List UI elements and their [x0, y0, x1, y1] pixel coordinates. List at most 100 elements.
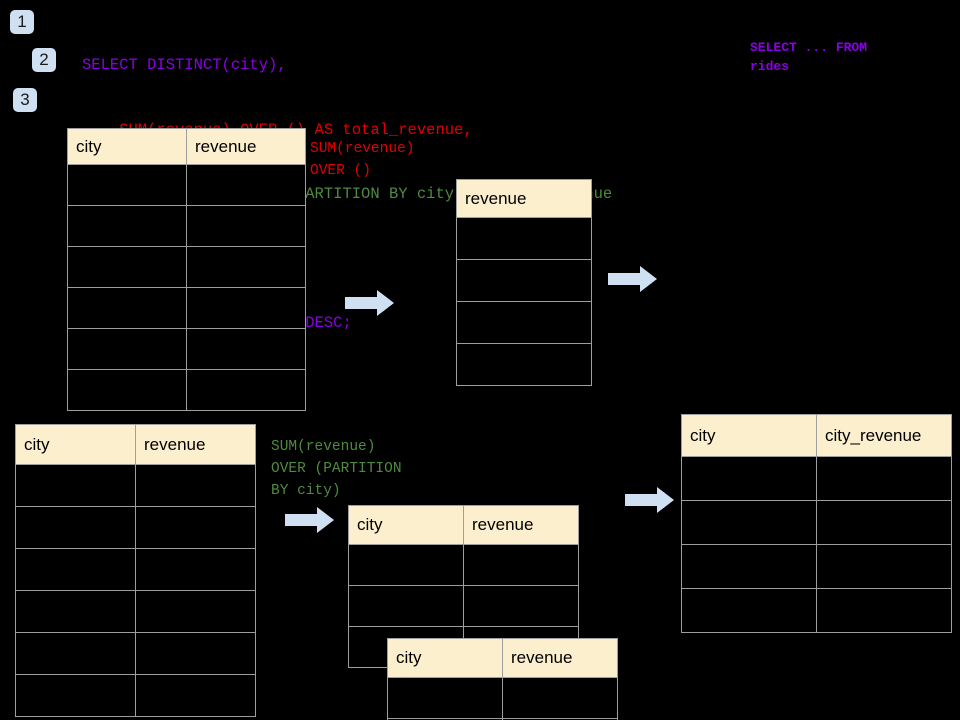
table-row	[67, 205, 306, 247]
table-row	[681, 500, 952, 545]
table-row	[67, 164, 306, 206]
table-row	[67, 287, 306, 329]
table-row	[15, 548, 256, 591]
table-cell	[681, 588, 817, 633]
table-partition-group-front: city revenue	[387, 638, 618, 720]
table-cell	[456, 259, 592, 302]
table-row	[681, 588, 952, 633]
column-header-revenue: revenue	[186, 128, 306, 165]
table-header-row: revenue	[456, 179, 592, 218]
table-cell	[15, 548, 136, 591]
table-cell	[135, 464, 256, 507]
table-cell	[67, 246, 187, 288]
arrow-right-icon-top-left	[345, 288, 395, 323]
table-row	[681, 544, 952, 589]
table-row	[15, 674, 256, 717]
table-cell	[186, 328, 306, 370]
table-cell	[456, 343, 592, 386]
table-cell	[502, 677, 618, 719]
table-cell	[456, 301, 592, 344]
table-row	[67, 328, 306, 370]
column-header-revenue: revenue	[135, 424, 256, 465]
column-header-city: city	[387, 638, 503, 678]
table-cell	[463, 585, 579, 627]
table-cell	[135, 632, 256, 675]
step-badge-2: 2	[32, 48, 56, 72]
table-cell	[348, 544, 464, 586]
arrow-right-icon-bottom-right	[625, 485, 675, 520]
sql-line-select: SELECT DISTINCT(city),	[82, 56, 287, 74]
table-cell	[502, 718, 618, 720]
table-header-row: city revenue	[348, 505, 579, 545]
column-header-revenue: revenue	[502, 638, 618, 678]
table-cell	[15, 506, 136, 549]
table-row	[456, 343, 592, 386]
arrow-right-icon-top-right	[608, 264, 658, 299]
table-row	[67, 369, 306, 411]
table-cell	[67, 164, 187, 206]
table-row	[387, 677, 618, 719]
table-row	[456, 301, 592, 344]
table-cell	[135, 590, 256, 633]
annotation-over-partition: SUM(revenue) OVER (PARTITION BY city)	[271, 439, 402, 499]
table-cell	[15, 590, 136, 633]
table-row	[456, 259, 592, 302]
table-row	[15, 506, 256, 549]
table-rides-source-top: city revenue	[67, 128, 306, 411]
table-header-row: city revenue	[387, 638, 618, 678]
table-cell	[135, 674, 256, 717]
table-cell	[387, 677, 503, 719]
table-cell	[681, 544, 817, 589]
table-cell	[681, 500, 817, 545]
table-header-row: city revenue	[15, 424, 256, 465]
table-cell	[456, 217, 592, 260]
step-badge-1: 1	[10, 10, 34, 34]
table-header-row: city city_revenue	[681, 414, 952, 457]
table-total-revenue: revenue	[456, 179, 592, 386]
annotation-over-empty: SUM(revenue) OVER ()	[310, 141, 415, 179]
column-header-revenue: revenue	[463, 505, 579, 545]
table-cell	[186, 246, 306, 288]
table-cell	[67, 287, 187, 329]
table-cell	[67, 205, 187, 247]
table-cell	[15, 464, 136, 507]
table-row	[348, 544, 579, 586]
table-cell	[135, 548, 256, 591]
table-cell	[348, 585, 464, 627]
table-partition-group-back: city revenue	[348, 505, 579, 668]
table-row	[15, 590, 256, 633]
column-header-city: city	[681, 414, 817, 457]
table-cell	[816, 500, 952, 545]
table-row	[67, 246, 306, 288]
table-row	[681, 456, 952, 501]
table-cell	[67, 369, 187, 411]
table-row	[15, 464, 256, 507]
table-cell	[186, 287, 306, 329]
arrow-right-icon-bottom-left	[285, 505, 335, 540]
table-cell	[15, 674, 136, 717]
table-cell	[816, 456, 952, 501]
table-cell	[186, 369, 306, 411]
table-cell	[816, 588, 952, 633]
column-header-city: city	[348, 505, 464, 545]
table-row	[456, 217, 592, 260]
column-header-city: city	[15, 424, 136, 465]
table-row	[387, 718, 618, 720]
table-cell	[15, 632, 136, 675]
table-cell	[135, 506, 256, 549]
table-city-revenue-result: city city_revenue	[681, 414, 952, 633]
table-cell	[186, 205, 306, 247]
table-cell	[67, 328, 187, 370]
column-header-revenue: revenue	[456, 179, 592, 218]
table-cell	[463, 544, 579, 586]
column-header-city: city	[67, 128, 187, 165]
annotation-source-label: SELECT ... FROM rides	[750, 40, 868, 74]
table-cell	[186, 164, 306, 206]
table-cell	[816, 544, 952, 589]
table-row	[348, 585, 579, 627]
table-cell	[681, 456, 817, 501]
column-header-city-revenue: city_revenue	[816, 414, 952, 457]
table-row	[15, 632, 256, 675]
table-rides-source-bottom: city revenue	[15, 424, 256, 717]
